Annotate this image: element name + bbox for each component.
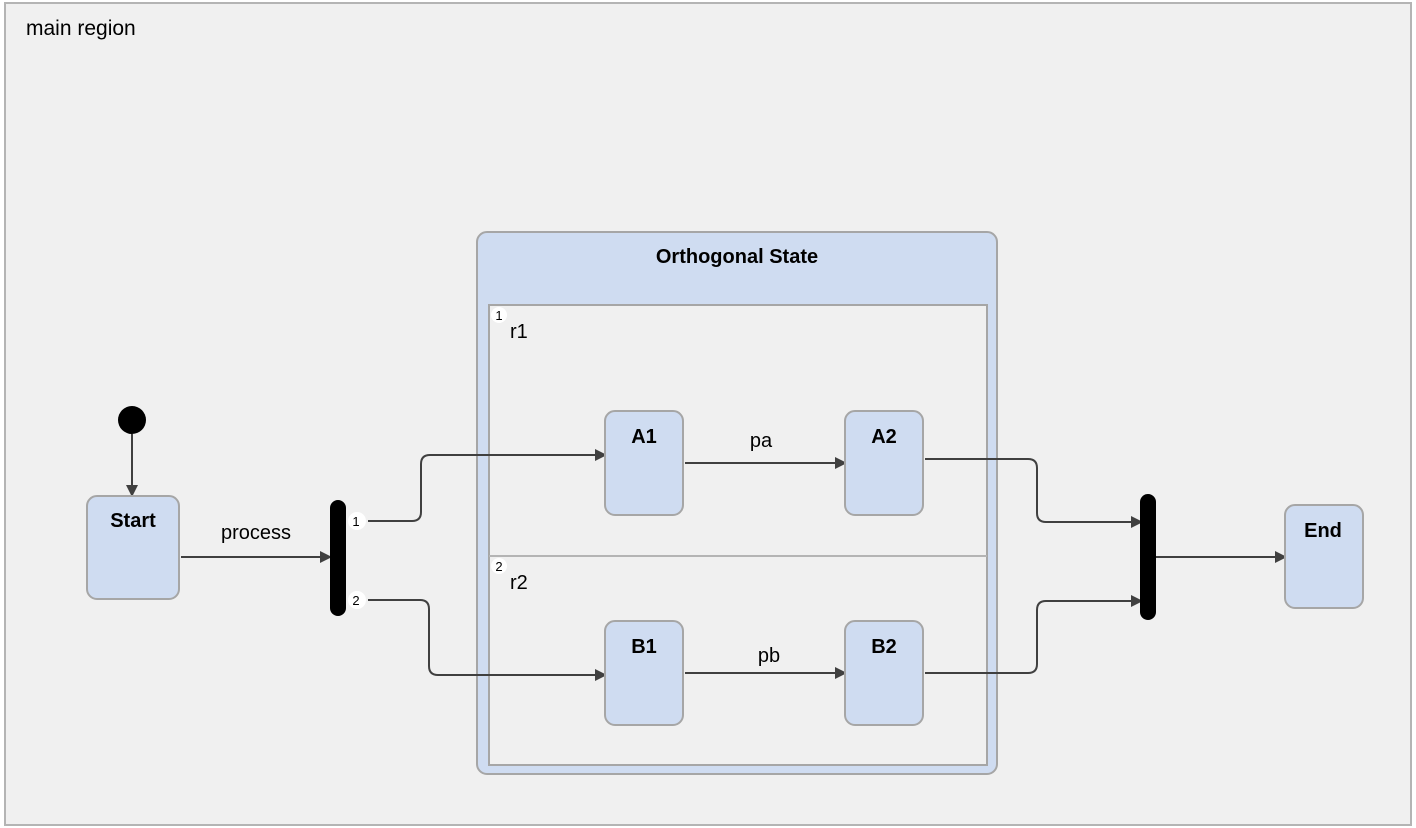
state-b2-label: B2	[871, 636, 897, 658]
transition-label-pa: pa	[750, 430, 773, 452]
transitions	[126, 434, 1287, 681]
fork-bar[interactable]	[330, 500, 346, 616]
fork-port-1-badge	[348, 512, 366, 530]
transition-b2-to-join[interactable]	[925, 595, 1143, 674]
state-a2[interactable]: A2	[844, 410, 924, 516]
region-r1-name: r1	[510, 321, 528, 343]
transition-label-pb: pb	[758, 645, 780, 667]
state-end[interactable]: End	[1284, 504, 1364, 609]
fork-port-2: 2	[352, 593, 359, 608]
fork-port-2-badge	[348, 591, 366, 609]
join-bar[interactable]	[1140, 494, 1156, 620]
region-r2-index-badge	[491, 558, 507, 574]
state-end-label: End	[1304, 520, 1342, 542]
transition-label-process: process	[221, 522, 291, 544]
initial-pseudostate[interactable]	[118, 406, 146, 434]
state-a1[interactable]: A1	[604, 410, 684, 516]
transition-a2-to-join[interactable]	[925, 458, 1143, 528]
region-r2-name: r2	[510, 572, 528, 594]
state-start[interactable]: Start	[86, 495, 180, 600]
main-region-title: main region	[26, 17, 136, 40]
orthogonal-state-title: Orthogonal State	[656, 246, 818, 268]
transition-fork-to-a1[interactable]	[368, 449, 607, 522]
state-b1[interactable]: B1	[604, 620, 684, 726]
region-r2-index: 2	[495, 559, 502, 574]
state-a1-label: A1	[631, 426, 657, 448]
region-r1-index: 1	[495, 308, 502, 323]
transition-fork-to-b1[interactable]	[368, 599, 607, 681]
state-b2[interactable]: B2	[844, 620, 924, 726]
state-b1-label: B1	[631, 636, 657, 658]
state-a2-label: A2	[871, 426, 897, 448]
fork-port-1: 1	[352, 514, 359, 529]
region-r1-index-badge	[491, 307, 507, 323]
state-start-label: Start	[110, 510, 156, 532]
